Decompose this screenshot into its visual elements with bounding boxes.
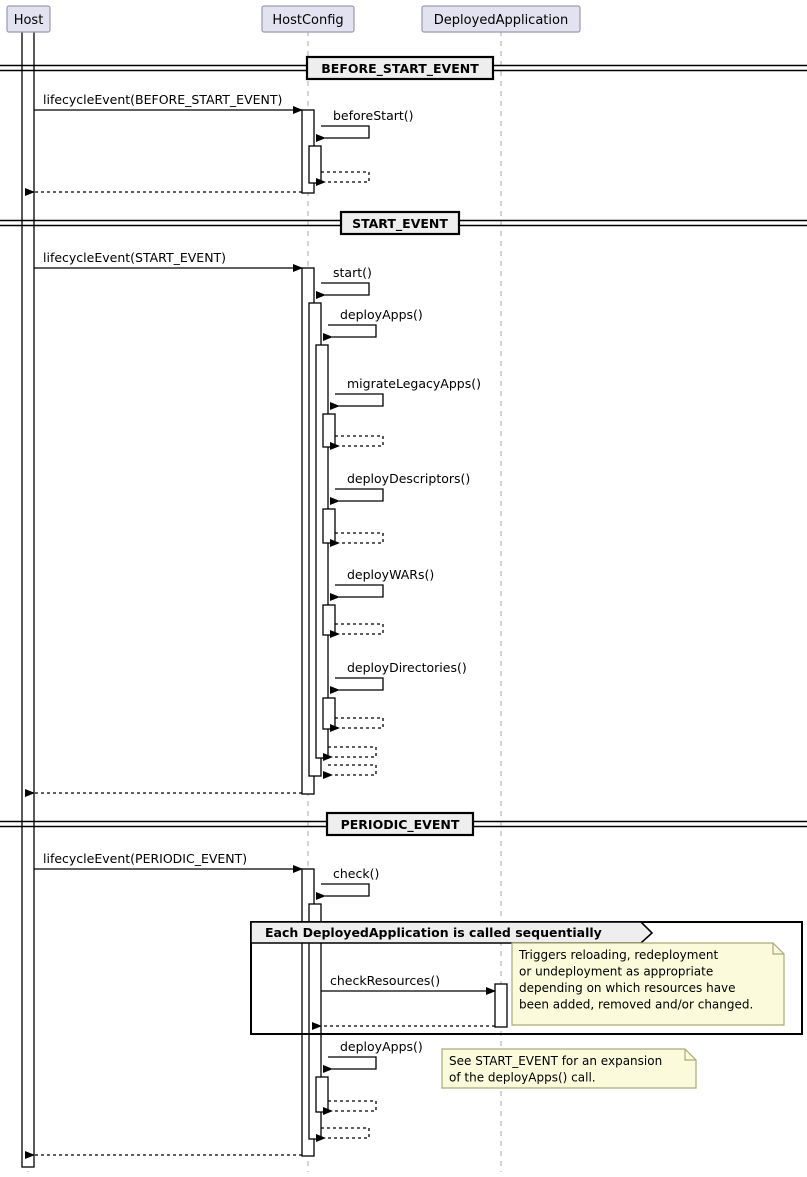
message-m10: deployDescriptors() — [330, 471, 470, 505]
message-label: deployApps() — [340, 307, 423, 322]
participant-hostconfig[interactable]: HostConfig — [261, 5, 355, 33]
message-m6: start() — [316, 265, 372, 299]
message-m1: lifecycleEvent(BEFORE_START_EVENT) — [34, 92, 303, 114]
activation-bar — [494, 983, 508, 1028]
note-note-checkresources: Triggers reloading, redeployment or undep… — [511, 942, 785, 1026]
message-m5: lifecycleEvent(START_EVENT) — [34, 250, 303, 272]
activation-bar — [322, 508, 336, 544]
activation-bar — [21, 30, 35, 1168]
activation-bar — [315, 1076, 329, 1113]
activation-bar — [322, 604, 336, 636]
message-m16 — [323, 746, 377, 761]
participant-label: Host — [14, 13, 44, 28]
message-label: beforeStart() — [333, 108, 414, 123]
note-line: Triggers reloading, redeployment — [518, 948, 718, 962]
participant-host[interactable]: Host — [6, 5, 51, 33]
participant-box[interactable] — [261, 5, 355, 33]
message-m21: checkResources() — [321, 973, 496, 995]
message-m8: migrateLegacyApps() — [330, 376, 481, 410]
message-label: deployDirectories() — [347, 660, 467, 675]
message-m14: deployDirectories() — [330, 660, 467, 694]
notes-group: Triggers reloading, redeployment or undep… — [441, 942, 785, 1089]
message-label: deployDescriptors() — [347, 471, 470, 486]
note-line: of the deployApps() call. — [449, 1071, 596, 1085]
divider-before-start: BEFORE_START_EVENT — [0, 55, 807, 81]
message-m3 — [316, 171, 370, 186]
message-label: migrateLegacyApps() — [347, 376, 481, 391]
activation-bar — [308, 145, 322, 184]
note-line: or undeployment as appropriate — [519, 965, 713, 979]
message-m2: beforeStart() — [316, 108, 414, 142]
participant-box[interactable] — [421, 5, 581, 33]
message-label: lifecycleEvent(PERIODIC_EVENT) — [43, 851, 247, 866]
message-label: checkResources() — [330, 973, 440, 988]
message-m12: deployWARs() — [330, 567, 434, 601]
message-m23: deployApps() — [323, 1039, 423, 1073]
note-line: See START_EVENT for an expansion — [449, 1054, 662, 1068]
message-m13 — [330, 623, 384, 638]
divider-label: PERIODIC_EVENT — [341, 817, 460, 833]
participant-label: HostConfig — [272, 13, 343, 28]
message-m9 — [330, 435, 384, 450]
participant-boxes-group: Host HostConfig DeployedApplication — [6, 5, 581, 33]
message-m7: deployApps() — [323, 307, 423, 341]
message-m11 — [330, 532, 384, 547]
lifelines-group — [27, 31, 502, 1172]
message-m17 — [323, 764, 377, 779]
divider-label: BEFORE_START_EVENT — [321, 61, 479, 77]
message-label: check() — [333, 866, 379, 881]
note-line: depending on which resources have — [519, 981, 736, 995]
message-m15 — [330, 717, 384, 732]
frame-loop-each-deployedapp: Each DeployedApplication is called seque… — [250, 921, 803, 1035]
activation-bar — [322, 413, 336, 448]
message-m20: check() — [316, 866, 379, 900]
message-m25 — [316, 1127, 370, 1142]
message-label: deployApps() — [340, 1039, 423, 1054]
activation-bar — [315, 344, 329, 759]
message-label: lifecycleEvent(START_EVENT) — [43, 250, 226, 265]
activation-bars-group — [21, 30, 508, 1168]
message-label: lifecycleEvent(BEFORE_START_EVENT) — [43, 92, 282, 107]
divider-start: START_EVENT — [0, 210, 807, 236]
participant-label: DeployedApplication — [434, 13, 568, 28]
message-m19: lifecycleEvent(PERIODIC_EVENT) — [34, 851, 303, 873]
dividers-group: BEFORE_START_EVENT START_EVENT PERIODIC_EV… — [0, 55, 807, 837]
participant-deployedapp[interactable]: DeployedApplication — [421, 5, 581, 33]
participant-box[interactable] — [6, 5, 51, 33]
message-m24 — [323, 1100, 377, 1115]
messages-group: lifecycleEvent(BEFORE_START_EVENT)before… — [25, 92, 496, 1159]
divider-label: START_EVENT — [352, 216, 448, 232]
frame-label: Each DeployedApplication is called seque… — [265, 925, 602, 940]
message-label: start() — [333, 265, 372, 280]
note-line: been added, removed and/or changed. — [519, 998, 753, 1012]
note-note-deployapps: See START_EVENT for an expansion of the d… — [441, 1048, 697, 1089]
frames-group: Each DeployedApplication is called seque… — [250, 921, 803, 1035]
message-label: deployWARs() — [347, 567, 434, 582]
divider-periodic: PERIODIC_EVENT — [0, 811, 807, 837]
activation-bar — [322, 697, 336, 730]
